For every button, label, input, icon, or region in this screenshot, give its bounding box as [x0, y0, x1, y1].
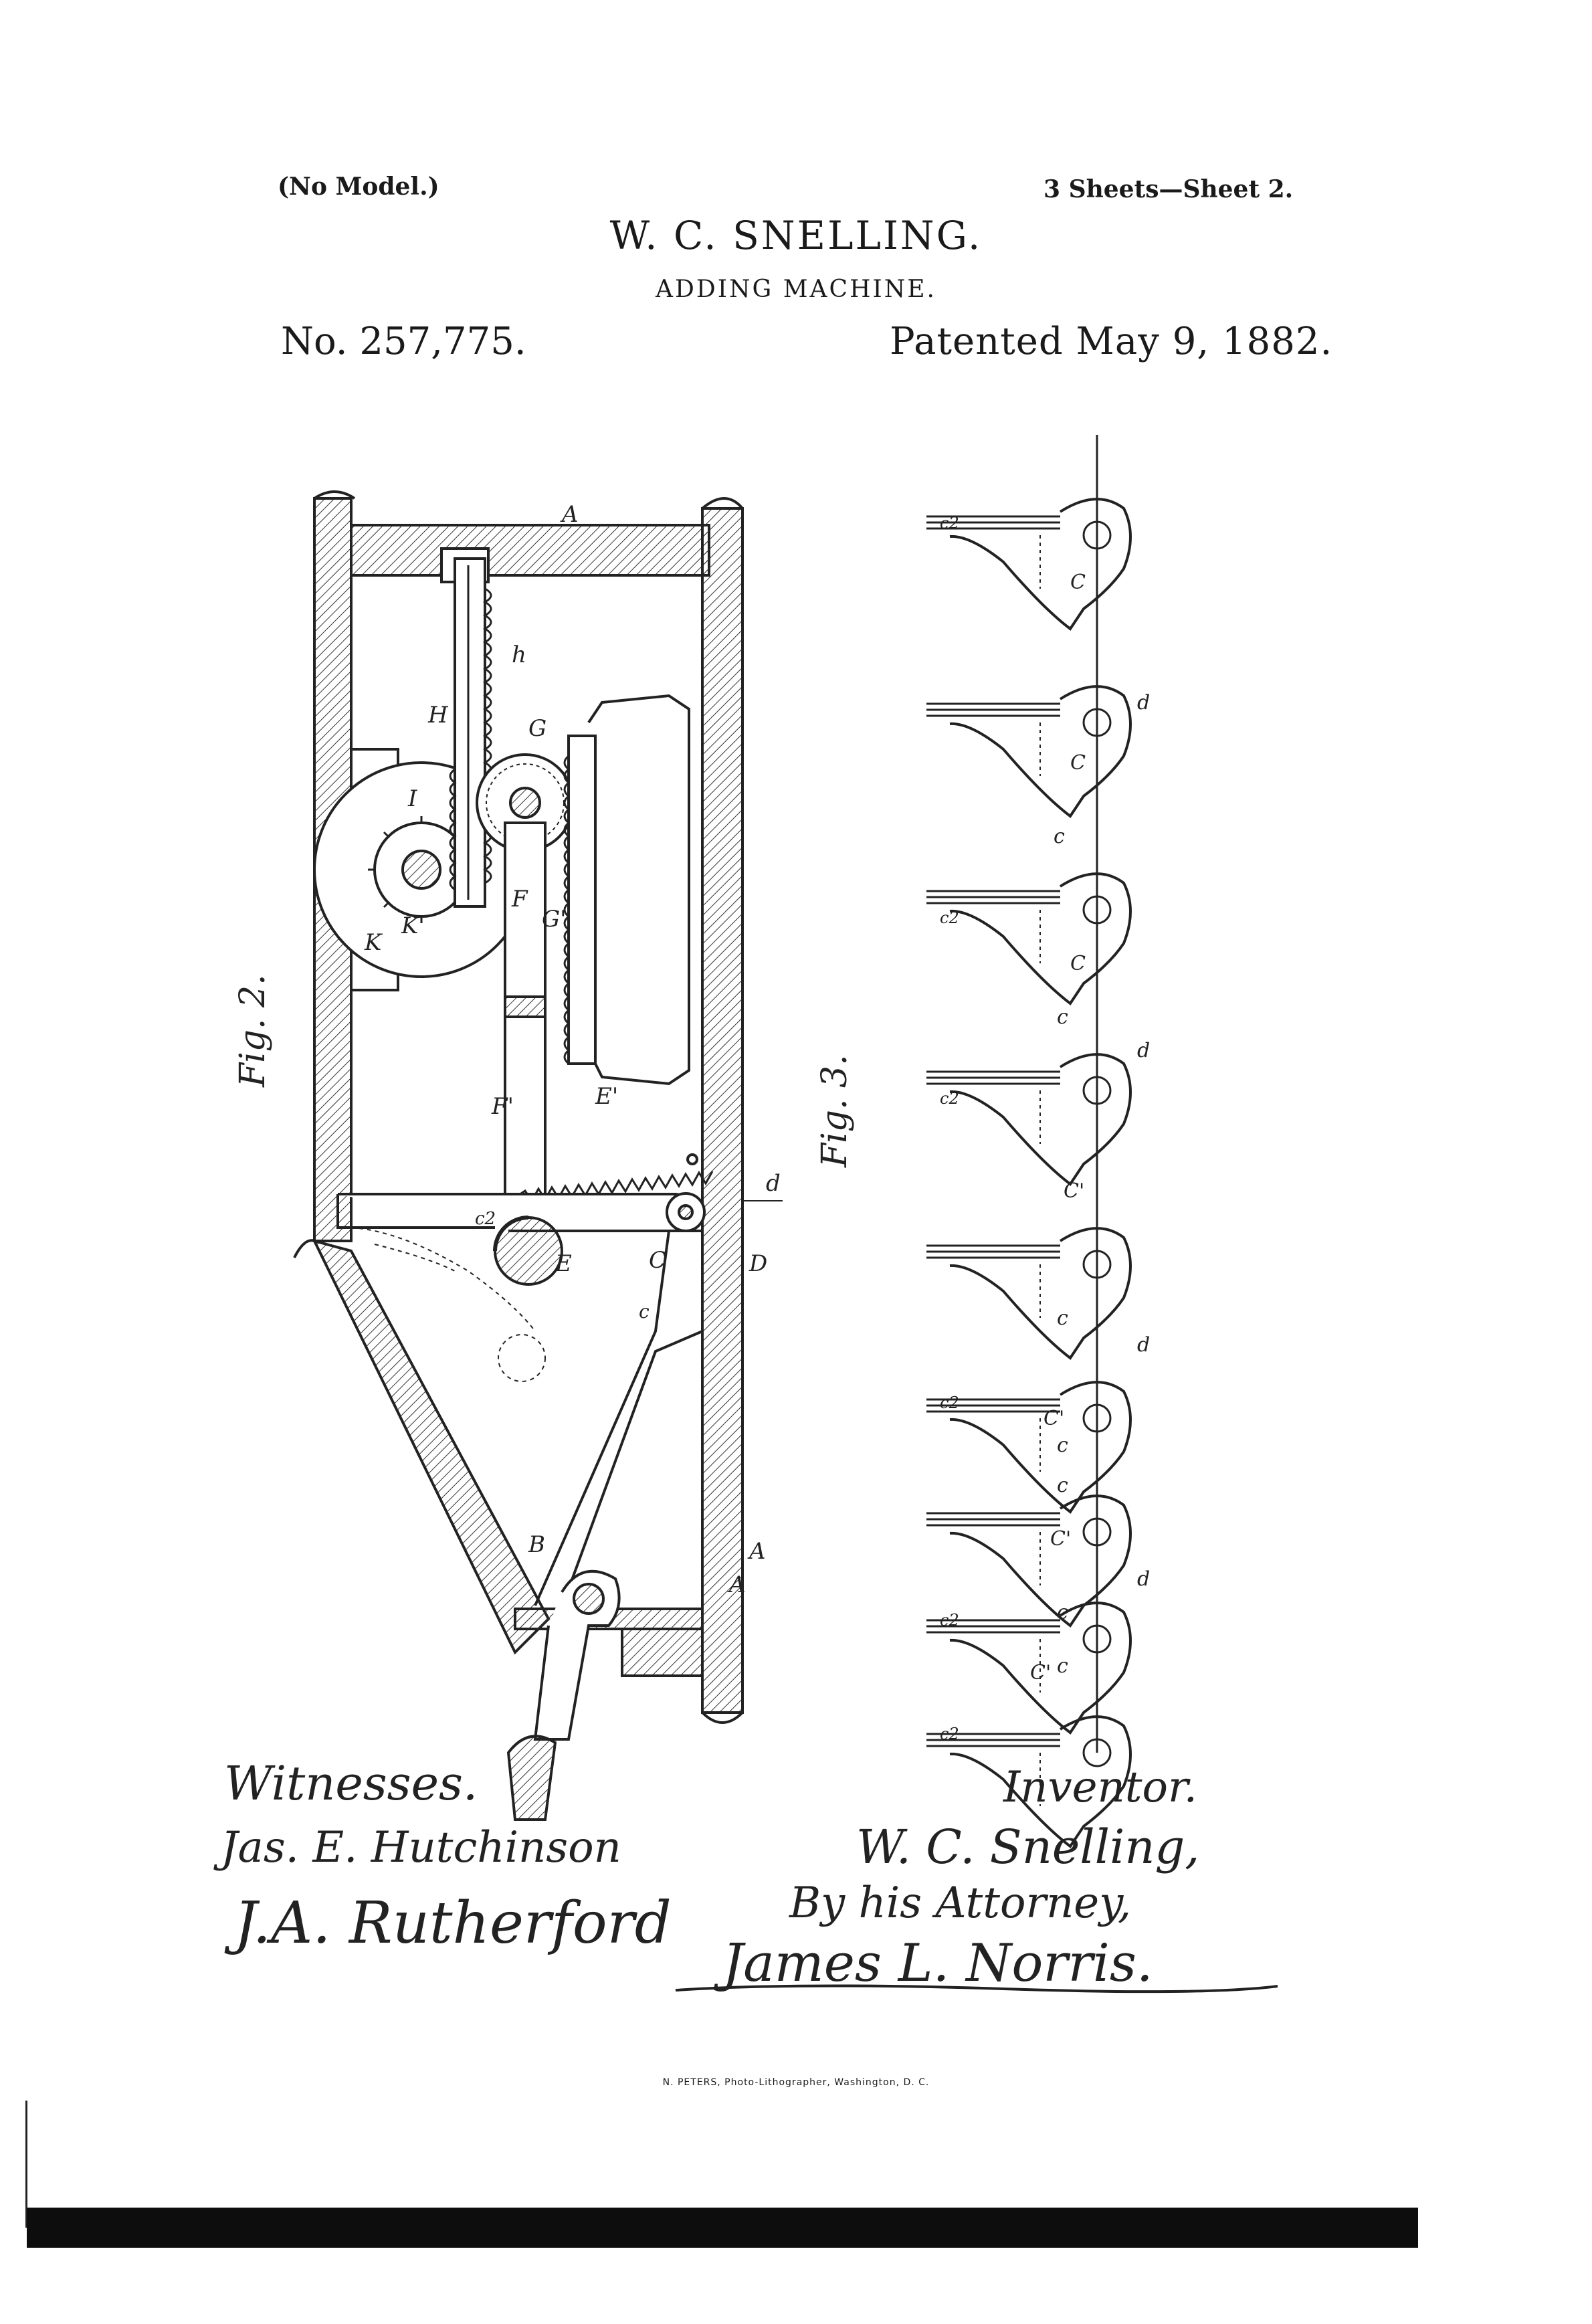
- fig2-letter: E': [595, 1083, 618, 1110]
- fig3-letter: c2: [940, 514, 959, 532]
- invention-title: ADDING MACHINE.: [656, 276, 936, 303]
- fig3-letter: C': [1064, 1179, 1084, 1203]
- fig2-letter: A: [560, 501, 579, 528]
- patent-number: No. 257,775.: [281, 320, 526, 363]
- fig3-letter: c: [1054, 825, 1065, 848]
- fig2-letter: A: [747, 1538, 766, 1565]
- fig3-letter: c: [1057, 1474, 1068, 1497]
- signature-underline: [675, 1984, 1278, 1994]
- inventor-label: Inventor.: [1003, 1763, 1197, 1812]
- fig2-letter: d: [766, 1170, 781, 1197]
- fig2-letter: G': [542, 906, 567, 933]
- fig2-letter: D: [749, 1250, 767, 1277]
- fig3-key-lever: [926, 1494, 1132, 1628]
- fig2-drawing: [293, 490, 783, 1821]
- fig3-letter: c2: [940, 1725, 959, 1743]
- fig3-letter: d: [1137, 1333, 1150, 1357]
- fig2-letter: I: [407, 785, 417, 812]
- attorney-signature: James L. Norris.: [722, 1933, 1153, 1994]
- patent-date: Patented May 9, 1882.: [890, 320, 1333, 363]
- fig3-letter: d: [1137, 1567, 1150, 1591]
- fig3-letter: c: [1057, 1306, 1068, 1330]
- fig3-letter: c: [1057, 1434, 1068, 1457]
- fig2-letter: F: [511, 886, 528, 912]
- fig2-letter: H: [427, 702, 449, 729]
- fig3-key-lever: [926, 498, 1132, 631]
- fig2-letter: K: [364, 929, 383, 956]
- fig2-letter: K: [401, 912, 420, 939]
- fig3-letter: c: [1057, 1654, 1068, 1678]
- fig2-letter: h: [512, 642, 526, 668]
- fig2-letter: A: [727, 1571, 746, 1598]
- fig3-letter: C': [1050, 1527, 1071, 1551]
- fig3-key-lever: [926, 872, 1132, 1005]
- fig3-reference-letters: c2 C d C c c2 C c d c2 C' c C' c d c2 C'…: [940, 514, 1150, 1743]
- witness-signature-1: Jas. E. Hutchinson: [221, 1823, 621, 1872]
- fig2-reference-letters: A A H h G I K K F G' F' E' c2 E C c D d …: [364, 501, 781, 1598]
- fig3-letter: d: [1137, 1039, 1150, 1062]
- fig3-letter: c2: [940, 1089, 959, 1108]
- fig2-letter: G: [528, 715, 546, 742]
- fig3-letter: C: [1070, 571, 1086, 594]
- fig2-letter: C: [649, 1247, 666, 1274]
- fig3-key-lever: [926, 1715, 1132, 1848]
- fig3-key-lever: [926, 1053, 1132, 1186]
- lithographer-credit: N. PETERS, Photo-Lithographer, Washingto…: [662, 2077, 930, 2088]
- fig3-letter: c: [1057, 1005, 1068, 1029]
- page-edge-mark: [25, 2101, 27, 2228]
- sheet-count: 3 Sheets—Sheet 2.: [1043, 175, 1294, 203]
- inventor-heading: W. C. SNELLING.: [609, 213, 983, 258]
- fig3-letter: c2: [940, 1393, 959, 1412]
- fig2-letter: c2: [475, 1209, 496, 1229]
- fig3-drawing: [926, 435, 1132, 1848]
- no-model-label: (No Model.): [278, 173, 439, 201]
- fig3-key-lever: [926, 1227, 1132, 1360]
- fig3-label: Fig. 3.: [815, 1054, 855, 1168]
- fig2-letter: E: [555, 1250, 572, 1277]
- fig3-letter: C': [1043, 1407, 1064, 1430]
- fig3-key-lever: [926, 685, 1132, 818]
- attorney-line: By his Attorney,: [789, 1878, 1132, 1928]
- witnesses-label: Witnesses.: [224, 1756, 478, 1811]
- fig3-letter: d: [1137, 691, 1150, 714]
- fig2-letter: c: [639, 1300, 650, 1323]
- fig3-letter: c2: [940, 1611, 959, 1630]
- fig3-letter: c2: [940, 908, 959, 927]
- fig2-label: Fig. 2.: [233, 974, 273, 1088]
- fig2-letter: F': [491, 1093, 514, 1120]
- fig3-letter: c: [1057, 1601, 1068, 1624]
- fig3-key-lever: [926, 1602, 1132, 1735]
- fig3-key-lever: [926, 1381, 1132, 1514]
- fig3-letter: C': [1030, 1661, 1051, 1684]
- fig3-letter: C: [1070, 751, 1086, 775]
- witness-signature-2: J.A. Rutherford: [234, 1890, 672, 1957]
- fig2-letter: B: [528, 1531, 545, 1558]
- scan-border-bar: [27, 2208, 1418, 2248]
- fig3-letter: C: [1070, 952, 1086, 975]
- inventor-signature: W. C. Snelling,: [856, 1820, 1200, 1874]
